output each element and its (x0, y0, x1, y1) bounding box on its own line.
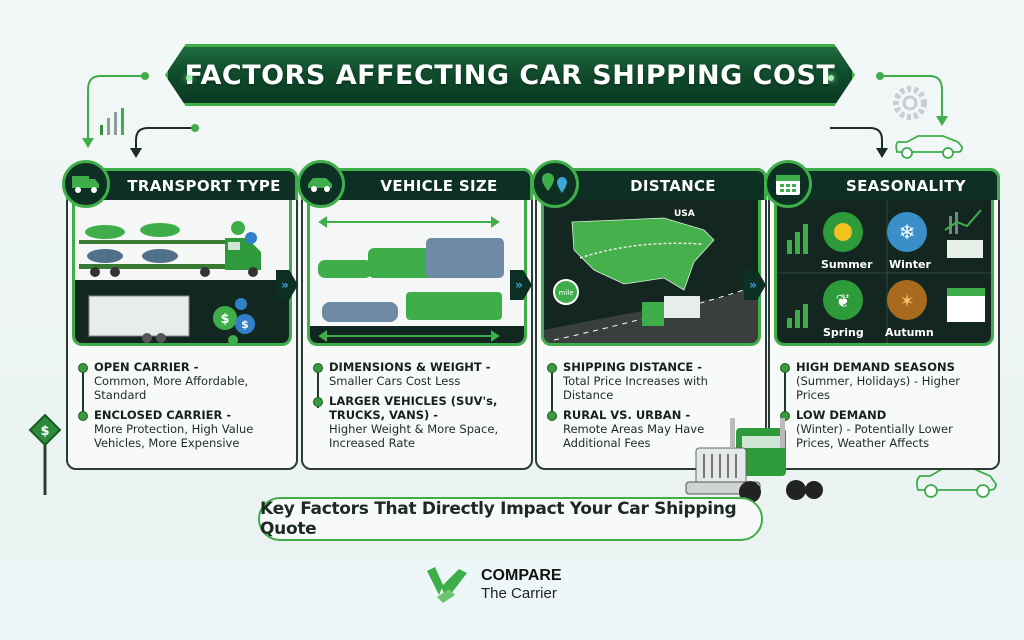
semi-truck-icon (685, 418, 823, 503)
season-label-summer: Summer (821, 258, 873, 271)
chevron-right-icon: » (510, 270, 532, 300)
panel-title: DISTANCE (630, 176, 716, 195)
summer-sun-icon (823, 212, 863, 252)
svg-text:✶: ✶ (899, 291, 914, 312)
semi-truck-icon (642, 296, 700, 326)
svg-text:❦: ❦ (835, 291, 850, 312)
title-banner: FACTORS AFFECTING CAR SHIPPING COST (165, 44, 855, 106)
banner-dot (186, 75, 192, 81)
panel-seasonality: SEASONALITY ❄ ❦ ✶ Summer Winter Spring A… (764, 160, 1000, 470)
winter-snowflake-icon: ❄ (887, 212, 927, 252)
car-carrier-truck-icon (79, 223, 261, 277)
chevron-right-icon: » (276, 270, 298, 300)
bar-chart-icon (787, 224, 808, 328)
panel-title: VEHICLE SIZE (380, 176, 498, 195)
bullet-item: ENCLOSED CARRIER - More Protection, High… (76, 408, 290, 450)
svg-text:❄: ❄ (899, 220, 916, 244)
dollar-sign-post-icon: $ (28, 413, 62, 495)
season-label-autumn: Autumn (885, 326, 934, 339)
logo-mark-icon (427, 567, 467, 603)
usa-map (571, 217, 715, 291)
panel-vehicle-size: VEHICLE SIZE DIMENSIONS & WEIGHT - Small… (297, 160, 533, 470)
calendar-icon (764, 160, 812, 208)
logo-name: COMPARE (481, 567, 562, 584)
panel-title: SEASONALITY (846, 176, 966, 195)
svg-text:$: $ (220, 312, 229, 327)
car-outline-icon (915, 467, 997, 498)
truck-icon (62, 160, 110, 208)
car-outline-icon (895, 135, 963, 159)
footer-band (0, 560, 1024, 640)
gear-icon (893, 86, 927, 120)
panel-bullets: HIGH DEMAND SEASONS (Summer, Holidays) -… (778, 360, 992, 456)
svg-text:mile: mile (558, 289, 573, 297)
enclosed-trailer-icon (88, 295, 190, 343)
banner-dot (828, 75, 834, 81)
map-pin-icon (531, 160, 579, 208)
panel-bullets: OPEN CARRIER - Common, More Affordable, … (76, 360, 290, 456)
vehicle-size-illustration (307, 200, 527, 346)
bullet-item: HIGH DEMAND SEASONS (Summer, Holidays) -… (778, 360, 992, 402)
bottom-banner: Key Factors That Directly Impact Your Ca… (258, 497, 763, 541)
page-title: FACTORS AFFECTING CAR SHIPPING COST (184, 59, 836, 91)
logo-subtitle: The Carrier (481, 585, 557, 602)
cars-lineup-icon (318, 238, 504, 322)
bottom-banner-text: Key Factors That Directly Impact Your Ca… (260, 499, 737, 539)
season-label-spring: Spring (823, 326, 864, 339)
panel-distance: DISTANCE USA mile SHIPPING DISTANCE - To… (531, 160, 767, 470)
bullet-item: LARGER VEHICLES (SUV's, TRUCKS, VANS) - … (311, 394, 525, 450)
svg-text:$: $ (40, 424, 49, 439)
car-icon (297, 160, 345, 208)
bullet-item: RURAL VS. URBAN - Remote Areas May Have … (545, 408, 759, 450)
svg-text:$: $ (241, 318, 249, 331)
panel-bullets: DIMENSIONS & WEIGHT - Smaller Cars Cost … (311, 360, 525, 456)
bullet-item: OPEN CARRIER - Common, More Affordable, … (76, 360, 290, 402)
bullet-item: SHIPPING DISTANCE - Total Price Increase… (545, 360, 759, 402)
panel-transport-type: TRANSPORT TYPE $ (62, 160, 298, 470)
transport-illustration: $ $ (72, 200, 292, 346)
autumn-leaf-icon: ✶ (887, 280, 927, 320)
distance-illustration: USA mile (541, 200, 761, 346)
compare-the-carrier-logo[interactable]: COMPARE The Carrier (425, 565, 562, 605)
chevron-right-icon: » (744, 270, 766, 300)
spring-leaf-icon: ❦ (823, 280, 863, 320)
seasonality-illustration: ❄ ❦ ✶ Summer Winter Spring Autumn (774, 200, 994, 346)
bullet-item: LOW DEMAND (Winter) - Potentially Lower … (778, 408, 992, 450)
dollar-coins-icon: $ $ (213, 221, 257, 343)
bullet-item: DIMENSIONS & WEIGHT - Smaller Cars Cost … (311, 360, 525, 388)
panel-bullets: SHIPPING DISTANCE - Total Price Increase… (545, 360, 759, 456)
panel-title: TRANSPORT TYPE (127, 176, 281, 195)
trend-chart-icon (944, 209, 985, 322)
season-label-winter: Winter (889, 258, 931, 271)
svg-text:USA: USA (674, 209, 695, 219)
